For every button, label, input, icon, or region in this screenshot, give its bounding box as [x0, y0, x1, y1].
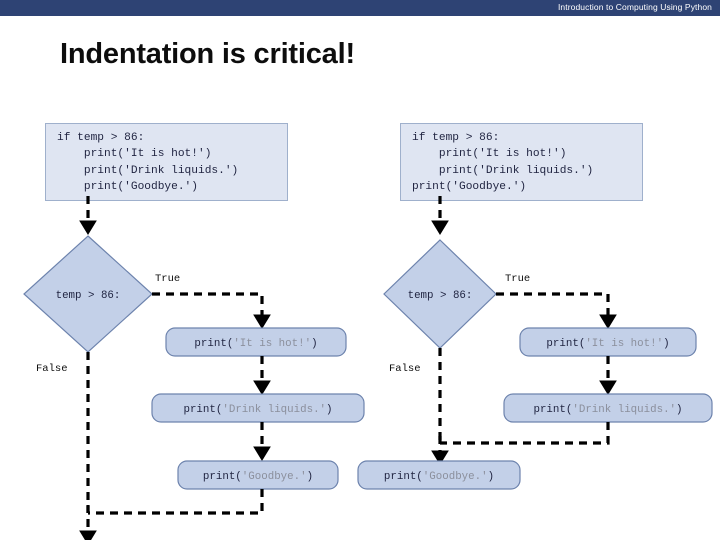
left-step1-string: 'It is hot!' — [233, 338, 311, 350]
right-condition-text: temp > 86: — [408, 290, 473, 302]
right-step-box-3: print('Goodbye.') — [357, 460, 521, 490]
right-step-box-1: print('It is hot!') — [519, 327, 697, 357]
right-step2-call: print( — [533, 404, 572, 416]
right-true-label: True — [505, 273, 530, 285]
left-step-box-1: print('It is hot!') — [165, 327, 347, 357]
header-bar — [0, 0, 720, 16]
right-merge-path — [431, 422, 610, 466]
left-decision-diamond: temp > 86: — [23, 235, 153, 353]
code-block-dedented: if temp > 86: print('It is hot!') print(… — [400, 123, 643, 202]
right-step3-close: ) — [488, 471, 494, 483]
svg-text:print('Goodbye.'): print('Goodbye.') — [384, 471, 494, 483]
left-true-label: True — [155, 273, 180, 285]
page-title: Indentation is critical! — [60, 38, 355, 70]
left-step2-call: print( — [183, 404, 222, 416]
svg-text:print('It is hot!'): print('It is hot!') — [546, 338, 669, 350]
right-step1-close: ) — [663, 338, 669, 350]
right-false-label: False — [389, 363, 421, 375]
course-title: Introduction to Computing Using Python — [557, 2, 712, 12]
right-step1-call: print( — [546, 338, 585, 350]
left-step-box-2: print('Drink liquids.') — [151, 393, 365, 423]
right-step2-string: 'Drink liquids.' — [572, 404, 676, 416]
left-step3-close: ) — [307, 471, 313, 483]
left-false-label: False — [36, 363, 68, 375]
svg-text:print('It is hot!'): print('It is hot!') — [194, 338, 317, 350]
left-condition-text: temp > 86: — [56, 290, 121, 302]
right-true-path — [496, 292, 617, 330]
right-step2-close: ) — [676, 404, 682, 416]
svg-text:print('Drink liquids.'): print('Drink liquids.') — [183, 404, 332, 416]
right-step3-call: print( — [384, 471, 423, 483]
left-step2-close: ) — [326, 404, 332, 416]
svg-text:print('Goodbye.'): print('Goodbye.') — [203, 471, 313, 483]
left-step3-string: 'Goodbye.' — [242, 471, 307, 483]
right-decision-diamond: temp > 86: — [383, 239, 497, 349]
svg-text:print('Drink liquids.'): print('Drink liquids.') — [533, 404, 682, 416]
left-true-path — [152, 292, 271, 330]
right-step3-string: 'Goodbye.' — [423, 471, 488, 483]
left-step3-call: print( — [203, 471, 242, 483]
left-step-box-3: print('Goodbye.') — [177, 460, 339, 490]
left-step1-close: ) — [311, 338, 317, 350]
right-step1-string: 'It is hot!' — [585, 338, 663, 350]
left-step1-call: print( — [194, 338, 233, 350]
code-block-indented: if temp > 86: print('It is hot!') print(… — [45, 123, 288, 202]
left-merge-path — [79, 489, 264, 540]
right-step-box-2: print('Drink liquids.') — [503, 393, 713, 423]
left-step2-string: 'Drink liquids.' — [222, 404, 326, 416]
